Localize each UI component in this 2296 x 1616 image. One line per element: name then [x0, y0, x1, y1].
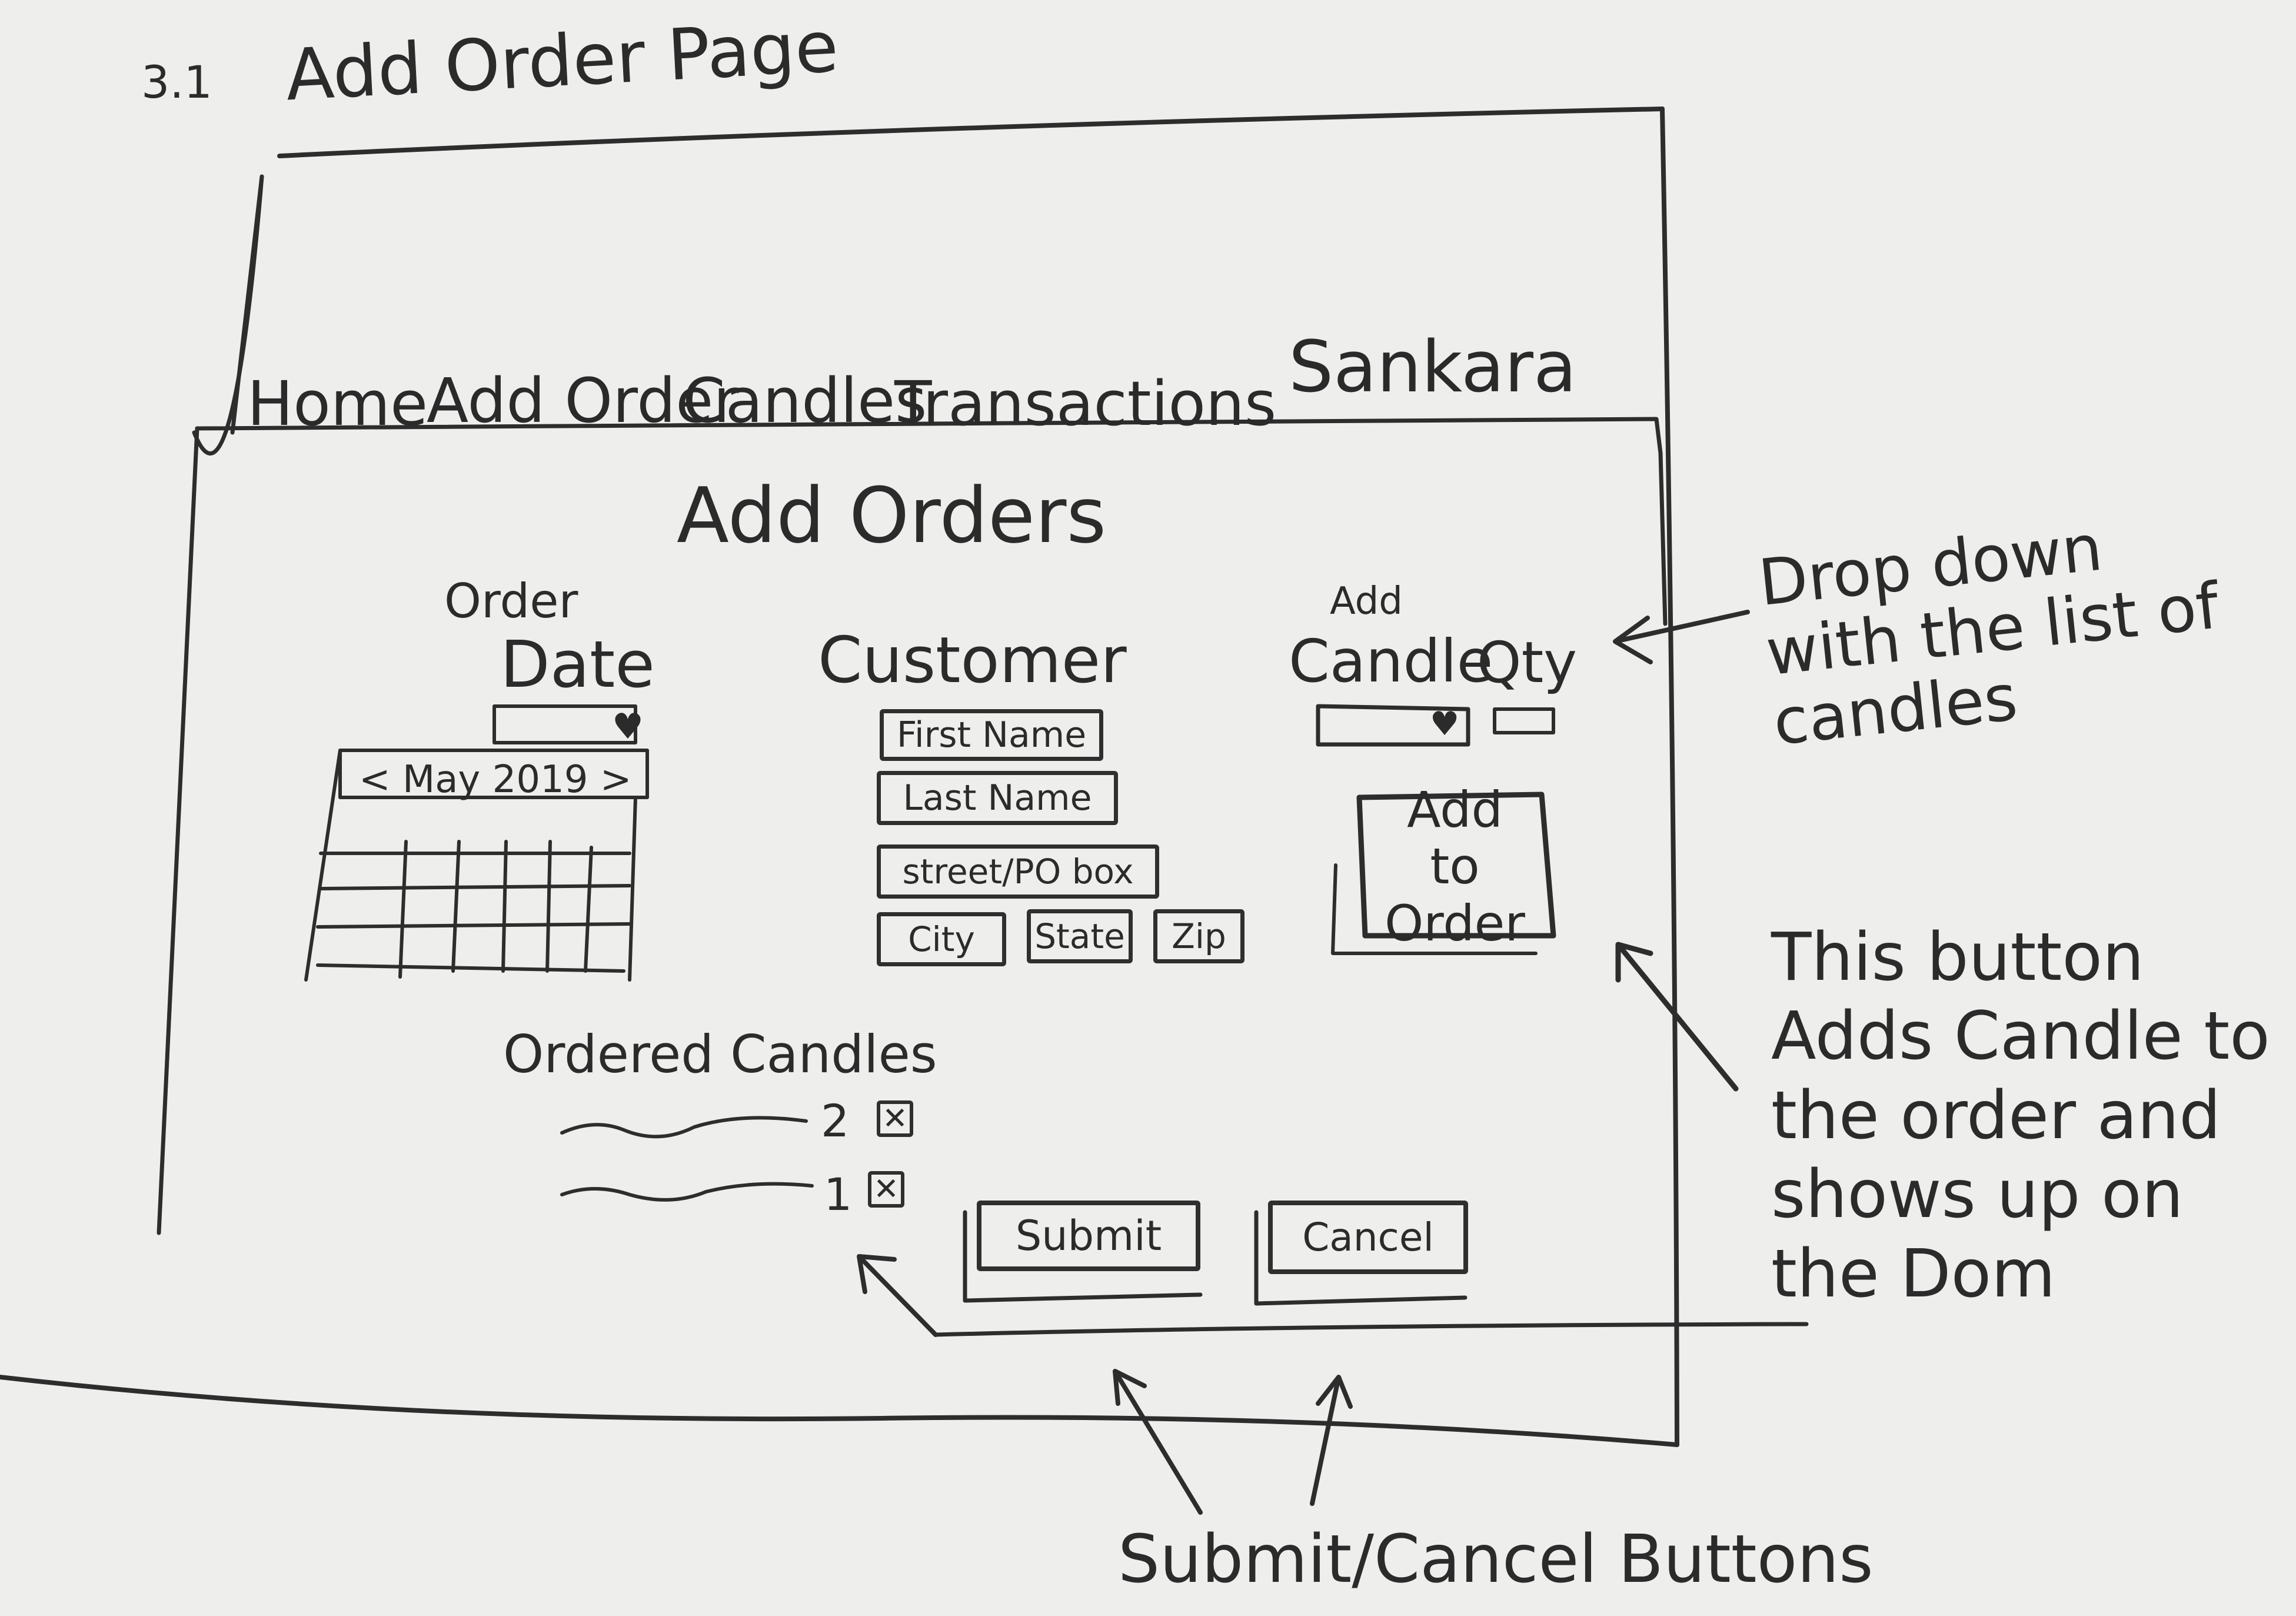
window-right-edge	[1660, 107, 1679, 1447]
ordered-candles-label: Ordered Candles	[503, 1024, 937, 1085]
ordered-item-qty: 2	[821, 1095, 850, 1147]
date-dropdown-chevron-icon[interactable]: ♥	[612, 706, 644, 747]
buttons-annotation: Submit/Cancel Buttons	[1118, 1521, 1874, 1598]
nav-item-transactions[interactable]: Transactions	[894, 368, 1277, 440]
last-name-field[interactable]: Last Name	[877, 771, 1118, 825]
candle-dropdown-chevron-icon: ♥	[1430, 705, 1460, 743]
nav-divider	[195, 417, 1668, 626]
add-to-order-button[interactable]: Add to Order	[1362, 781, 1548, 952]
add-to-order-label: Add to Order	[1385, 780, 1525, 952]
remove-item-icon[interactable]: ✕	[877, 1100, 913, 1137]
ordered-item-squiggle-1	[560, 1116, 808, 1139]
candle-dropdown-shape	[1316, 704, 1470, 747]
window-bottom-edge	[0, 1375, 1679, 1447]
dropdown-annotation-arrow	[1613, 610, 1750, 664]
state-field[interactable]: State	[1027, 909, 1133, 963]
candle-label-small: Add	[1330, 580, 1403, 623]
calendar-grid	[304, 704, 649, 982]
submit-annotation-arrow	[1113, 1369, 1203, 1515]
candle-label: Candle	[1289, 627, 1493, 696]
content-left-edge	[157, 426, 199, 1235]
street-field[interactable]: street/PO box	[877, 844, 1159, 899]
window-top-edge	[277, 107, 1665, 158]
nav-item-add-order[interactable]: Add Order	[427, 365, 738, 437]
page-heading: Add Orders	[677, 471, 1107, 560]
order-date-label: Date	[500, 627, 655, 702]
qty-label: Qty	[1477, 630, 1578, 696]
calendar-picker[interactable]	[318, 750, 635, 980]
cancel-button[interactable]: Cancel	[1268, 1201, 1468, 1274]
ordered-item-squiggle-2	[560, 1182, 814, 1202]
order-date-label-small: Order	[444, 574, 578, 629]
city-field[interactable]: City	[877, 912, 1006, 966]
zip-field[interactable]: Zip	[1153, 909, 1245, 963]
submit-button[interactable]: Submit	[977, 1201, 1200, 1271]
ordered-annotation-arrow	[857, 1254, 938, 1337]
nav-item-home[interactable]: Home	[247, 368, 428, 440]
qty-input[interactable]	[1495, 709, 1553, 733]
first-name-field[interactable]: First Name	[880, 709, 1103, 761]
button-annotation: This button Adds Candle to the order and…	[1771, 919, 2270, 1312]
cancel-annotation-arrow	[1310, 1375, 1353, 1506]
brand-logo[interactable]: Sankara	[1289, 327, 1577, 408]
button-annotation-arrow	[1615, 942, 1739, 1092]
customer-label: Customer	[818, 624, 1127, 697]
page-number: 3.1	[141, 56, 212, 108]
nav-item-candles[interactable]: Candles	[683, 365, 927, 437]
ordered-item-qty: 1	[824, 1168, 853, 1221]
remove-item-icon[interactable]: ✕	[868, 1171, 904, 1208]
calendar-month-header[interactable]: < May 2019 >	[359, 758, 632, 802]
